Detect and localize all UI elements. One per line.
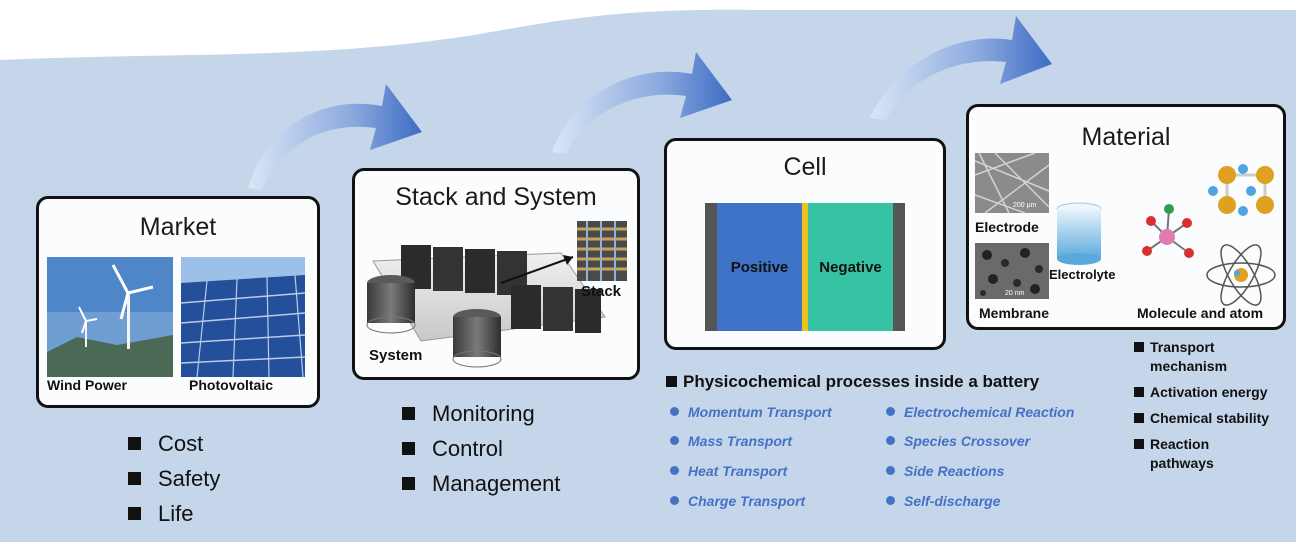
positive-electrode: Positive xyxy=(717,203,802,331)
list-item: Activation energy xyxy=(1134,383,1294,402)
stack-system-box: Stack and System xyxy=(352,168,640,380)
material-illustrations: 200 μm 20 nm xyxy=(975,152,1276,306)
negative-electrode: Negative xyxy=(808,203,893,331)
flow-arrow-1 xyxy=(248,84,422,190)
cell-separator xyxy=(802,203,808,331)
cell-box: Cell Positive Negative xyxy=(664,138,946,350)
solar-panel-image xyxy=(180,257,305,377)
square-bullet-icon xyxy=(666,376,677,387)
market-concerns-list: Cost Safety Life xyxy=(128,426,220,531)
dot-bullet-icon xyxy=(886,496,895,505)
process-item: Self-discharge xyxy=(886,493,1000,509)
market-images xyxy=(47,257,305,377)
negative-current-collector xyxy=(893,203,905,331)
positive-label: Positive xyxy=(730,258,789,276)
molecule-model xyxy=(1142,204,1194,258)
dot-bullet-icon xyxy=(670,466,679,475)
list-item: Management xyxy=(402,466,560,501)
dot-bullet-icon xyxy=(886,466,895,475)
positive-current-collector xyxy=(705,203,717,331)
negative-label: Negative xyxy=(819,258,882,276)
process-item: Electrochemical Reaction xyxy=(886,404,1074,420)
process-item: Heat Transport xyxy=(670,463,787,479)
market-title: Market xyxy=(139,213,217,241)
cell-diagram: Positive Negative xyxy=(705,203,905,331)
electrode-micrograph: 200 μm xyxy=(975,152,1050,214)
stack-functions-list: Monitoring Control Management xyxy=(402,396,560,501)
list-item: Safety xyxy=(128,461,220,496)
list-item: Life xyxy=(128,496,220,531)
dot-bullet-icon xyxy=(886,407,895,416)
process-item: Mass Transport xyxy=(670,433,792,449)
list-item: Transport mechanism xyxy=(1134,338,1240,376)
membrane-label: Membrane xyxy=(979,305,1050,321)
flow-arrow-2 xyxy=(552,52,732,154)
process-item: Side Reactions xyxy=(886,463,1004,479)
market-box: Market Wind Power Photovoltaic xyxy=(36,196,320,408)
membrane-micrograph: 20 nm xyxy=(975,243,1049,299)
process-item: Species Crossover xyxy=(886,433,1030,449)
material-title: Material xyxy=(1081,123,1171,151)
electrolyte-beaker xyxy=(1056,202,1102,265)
stack-system-title: Stack and System xyxy=(395,183,597,211)
scale-bar-label: 200 μm xyxy=(1013,202,1037,209)
cell-title: Cell xyxy=(783,153,827,181)
molecule-atom-label: Molecule and atom xyxy=(1137,305,1264,321)
crystal-structure xyxy=(1208,164,1274,216)
dot-bullet-icon xyxy=(670,436,679,445)
scale-bar-label: 20 nm xyxy=(1005,290,1025,297)
tank-cylinders xyxy=(366,275,502,368)
list-item: Control xyxy=(402,431,560,466)
stack-label: Stack xyxy=(581,283,622,300)
material-box: Material 200 μm 20 nm xyxy=(966,104,1286,330)
processes-heading: Physicochemical processes inside a batte… xyxy=(666,372,1039,392)
list-item: Cost xyxy=(128,426,220,461)
atom-icon xyxy=(1206,244,1276,306)
list-item: Reaction pathways xyxy=(1134,435,1230,473)
material-topics-list: Transport mechanism Activation energy Ch… xyxy=(1134,338,1294,480)
process-item: Charge Transport xyxy=(670,493,805,509)
process-item: Momentum Transport xyxy=(670,404,832,420)
dot-bullet-icon xyxy=(886,436,895,445)
stack-module-image xyxy=(577,221,627,281)
list-item: Chemical stability xyxy=(1134,409,1294,428)
wind-turbine-image xyxy=(47,257,173,377)
flow-arrow-3 xyxy=(870,16,1052,120)
wind-power-label: Wind Power xyxy=(47,377,127,393)
electrode-label: Electrode xyxy=(975,219,1039,235)
photovoltaic-label: Photovoltaic xyxy=(189,377,274,393)
dot-bullet-icon xyxy=(670,496,679,505)
system-illustration xyxy=(366,221,627,368)
system-label: System xyxy=(369,347,423,364)
electrolyte-label: Electrolyte xyxy=(1049,267,1116,282)
list-item: Monitoring xyxy=(402,396,560,431)
dot-bullet-icon xyxy=(670,407,679,416)
